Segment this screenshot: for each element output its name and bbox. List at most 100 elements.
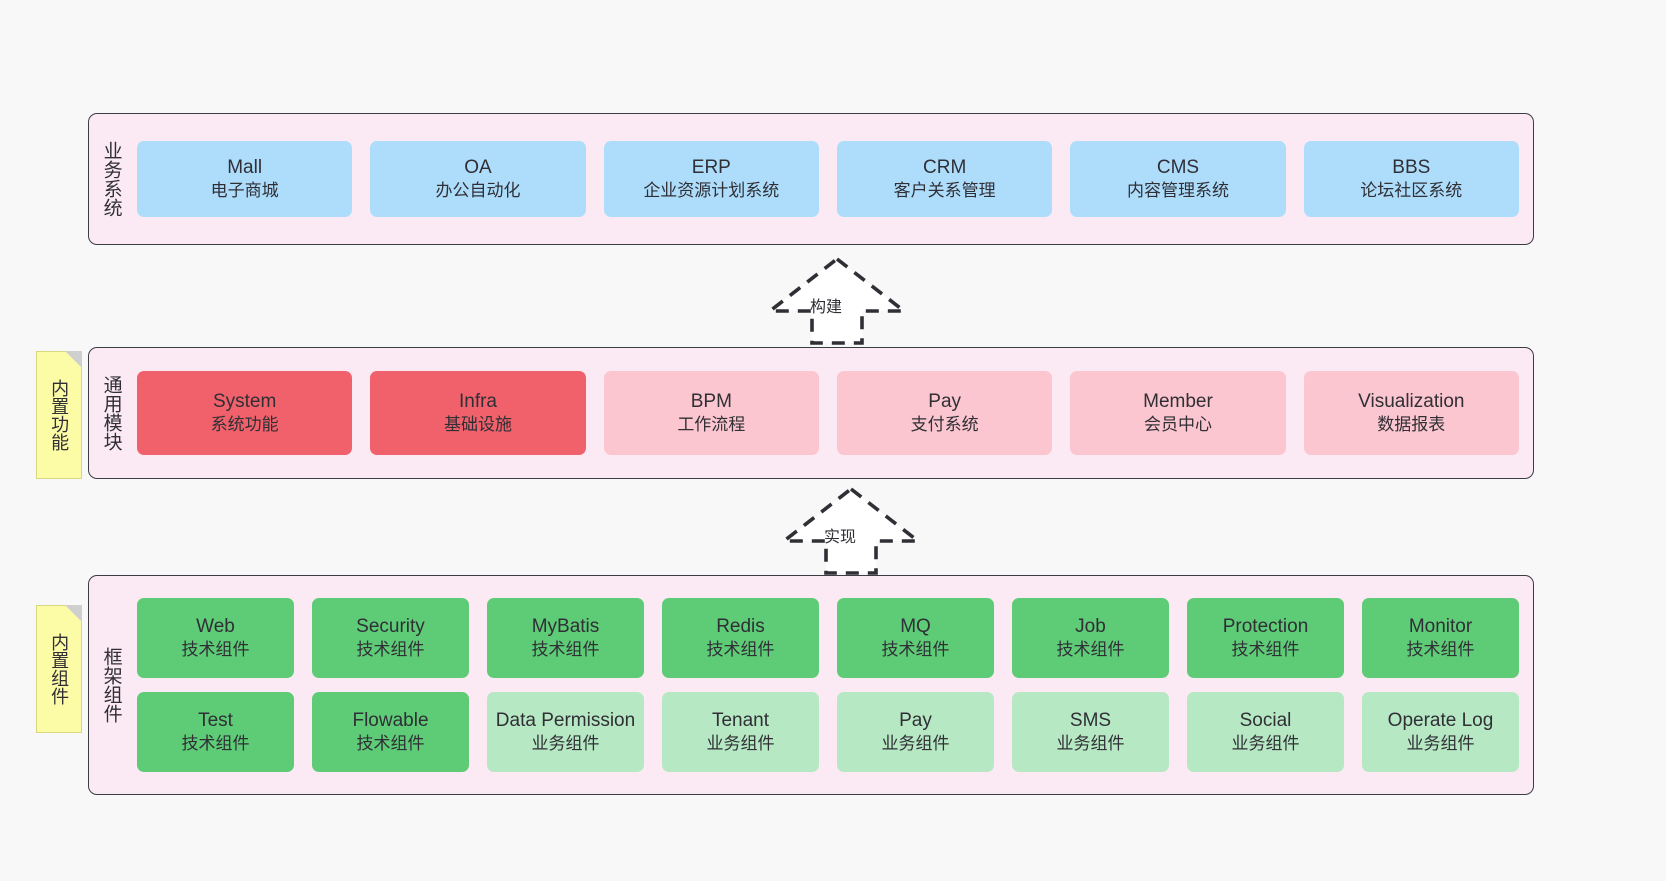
module-subtitle: 业务组件 (706, 734, 775, 754)
dashed-hollow-arrow-icon (764, 256, 910, 345)
module-card-mall[interactable]: Mall 电子商城 (137, 141, 353, 217)
module-name: OA (464, 156, 492, 178)
module-card-mq[interactable]: MQ 技术组件 (837, 598, 994, 678)
connector-build: 构建 (752, 255, 922, 347)
module-card-web[interactable]: Web 技术组件 (137, 598, 294, 678)
module-subtitle: 数据报表 (1377, 415, 1446, 435)
module-card-data-permission[interactable]: Data Permission 业务组件 (487, 692, 644, 772)
module-card-social[interactable]: Social 业务组件 (1187, 692, 1344, 772)
module-name: CRM (923, 156, 967, 178)
layer-framework-component: 框架组件 Web 技术组件 Security 技术组件 MyBatis 技术组件… (88, 575, 1534, 795)
module-card-pay[interactable]: Pay 支付系统 (836, 371, 1053, 455)
module-name: MyBatis (531, 615, 600, 637)
module-card-visualization[interactable]: Visualization 数据报表 (1303, 371, 1519, 455)
module-name: Visualization (1358, 390, 1465, 412)
module-name: Operate Log (1387, 709, 1494, 731)
module-subtitle: 客户关系管理 (893, 181, 996, 201)
module-name: Social (1239, 709, 1292, 731)
sticky-note-builtin-components: 内置组件 (36, 605, 82, 733)
layer-body-framework-component: Web 技术组件 Security 技术组件 MyBatis 技术组件 Redi… (133, 576, 1533, 794)
module-subtitle: 工作流程 (677, 415, 746, 435)
module-name: CMS (1156, 156, 1200, 178)
module-card-bpm[interactable]: BPM 工作流程 (603, 371, 819, 455)
module-card-mybatis[interactable]: MyBatis 技术组件 (487, 598, 644, 678)
module-subtitle: 论坛社区系统 (1360, 181, 1463, 201)
module-name: Security (356, 615, 425, 637)
layer-common-module: 通用模块 System 系统功能 Infra 基础设施 BPM 工作流程 Pay… (88, 347, 1534, 479)
module-name: Redis (716, 615, 765, 637)
module-subtitle: 内容管理系统 (1126, 181, 1229, 201)
module-subtitle: 技术组件 (1056, 640, 1125, 660)
module-card-crm[interactable]: CRM 客户关系管理 (836, 141, 1053, 217)
module-subtitle: 业务组件 (1056, 734, 1125, 754)
module-name: BBS (1392, 156, 1431, 178)
module-card-erp[interactable]: ERP 企业资源计划系统 (603, 141, 819, 217)
connector-label: 构建 (810, 299, 843, 316)
module-subtitle: 办公自动化 (435, 181, 521, 201)
module-name: Member (1143, 390, 1213, 412)
module-card-oa[interactable]: OA 办公自动化 (370, 141, 586, 217)
module-card-job[interactable]: Job 技术组件 (1012, 598, 1169, 678)
layer-title-common-module: 通用模块 (100, 375, 122, 451)
module-subtitle: 基础设施 (443, 415, 512, 435)
module-card-system[interactable]: System 系统功能 (137, 371, 353, 455)
module-subtitle: 技术组件 (1406, 640, 1475, 660)
module-subtitle: 技术组件 (881, 640, 950, 660)
module-name: Pay (899, 709, 932, 731)
module-name: Mall (227, 156, 263, 178)
module-card-member[interactable]: Member 会员中心 (1070, 371, 1286, 455)
module-card-protection[interactable]: Protection 技术组件 (1187, 598, 1344, 678)
module-name: SMS (1069, 709, 1112, 731)
module-subtitle: 技术组件 (706, 640, 775, 660)
module-name: ERP (691, 156, 731, 178)
module-subtitle: 技术组件 (531, 640, 600, 660)
module-card-sms[interactable]: SMS 业务组件 (1012, 692, 1169, 772)
layer-body-business-system: Mall 电子商城 OA 办公自动化 ERP 企业资源计划系统 CRM 客户关系… (133, 114, 1533, 244)
module-subtitle: 支付系统 (910, 415, 979, 435)
module-subtitle: 技术组件 (181, 734, 250, 754)
module-name: System (212, 390, 277, 412)
module-subtitle: 技术组件 (181, 640, 250, 660)
module-subtitle: 业务组件 (881, 734, 950, 754)
module-card-redis[interactable]: Redis 技术组件 (662, 598, 819, 678)
module-name: MQ (900, 615, 931, 637)
module-subtitle: 电子商城 (210, 181, 279, 201)
module-subtitle: 技术组件 (356, 640, 425, 660)
module-subtitle: 业务组件 (1406, 734, 1475, 754)
dashed-hollow-arrow-icon (778, 486, 924, 575)
module-subtitle: 业务组件 (1231, 734, 1300, 754)
module-subtitle: 会员中心 (1143, 415, 1212, 435)
layer-title-framework-component: 框架组件 (100, 647, 122, 723)
module-name: Flowable (352, 709, 429, 731)
connector-label: 实现 (824, 529, 857, 546)
module-card-tenant[interactable]: Tenant 业务组件 (662, 692, 819, 772)
module-card-infra[interactable]: Infra 基础设施 (370, 371, 586, 455)
module-card-bbs[interactable]: BBS 论坛社区系统 (1303, 141, 1519, 217)
layer-row: Mall 电子商城 OA 办公自动化 ERP 企业资源计划系统 CRM 客户关系… (137, 141, 1519, 217)
module-card-security[interactable]: Security 技术组件 (312, 598, 469, 678)
layer-business-system: 业务系统 Mall 电子商城 OA 办公自动化 ERP 企业资源计划系统 CRM… (88, 113, 1534, 245)
module-name: Tenant (711, 709, 770, 731)
module-card-test[interactable]: Test 技术组件 (137, 692, 294, 772)
module-card-pay-business[interactable]: Pay 业务组件 (837, 692, 994, 772)
sticky-note-label: 内置组件 (49, 633, 70, 705)
sticky-note-builtin-functions: 内置功能 (36, 351, 82, 479)
module-name: Test (198, 709, 233, 731)
module-name: Job (1075, 615, 1106, 637)
module-card-monitor[interactable]: Monitor 技术组件 (1362, 598, 1519, 678)
layer-row: Test 技术组件 Flowable 技术组件 Data Permission … (137, 692, 1519, 772)
module-name: Infra (458, 390, 497, 412)
module-subtitle: 技术组件 (1231, 640, 1300, 660)
module-subtitle: 技术组件 (356, 734, 425, 754)
module-card-cms[interactable]: CMS 内容管理系统 (1070, 141, 1286, 217)
layer-row: System 系统功能 Infra 基础设施 BPM 工作流程 Pay 支付系统… (137, 371, 1519, 455)
module-name: Data Permission (495, 709, 636, 731)
module-subtitle: 企业资源计划系统 (643, 181, 780, 201)
module-name: BPM (690, 390, 732, 412)
module-card-flowable[interactable]: Flowable 技术组件 (312, 692, 469, 772)
layer-body-common-module: System 系统功能 Infra 基础设施 BPM 工作流程 Pay 支付系统… (133, 348, 1533, 478)
module-name: Pay (928, 390, 962, 412)
module-subtitle: 业务组件 (531, 734, 600, 754)
module-card-operate-log[interactable]: Operate Log 业务组件 (1362, 692, 1519, 772)
